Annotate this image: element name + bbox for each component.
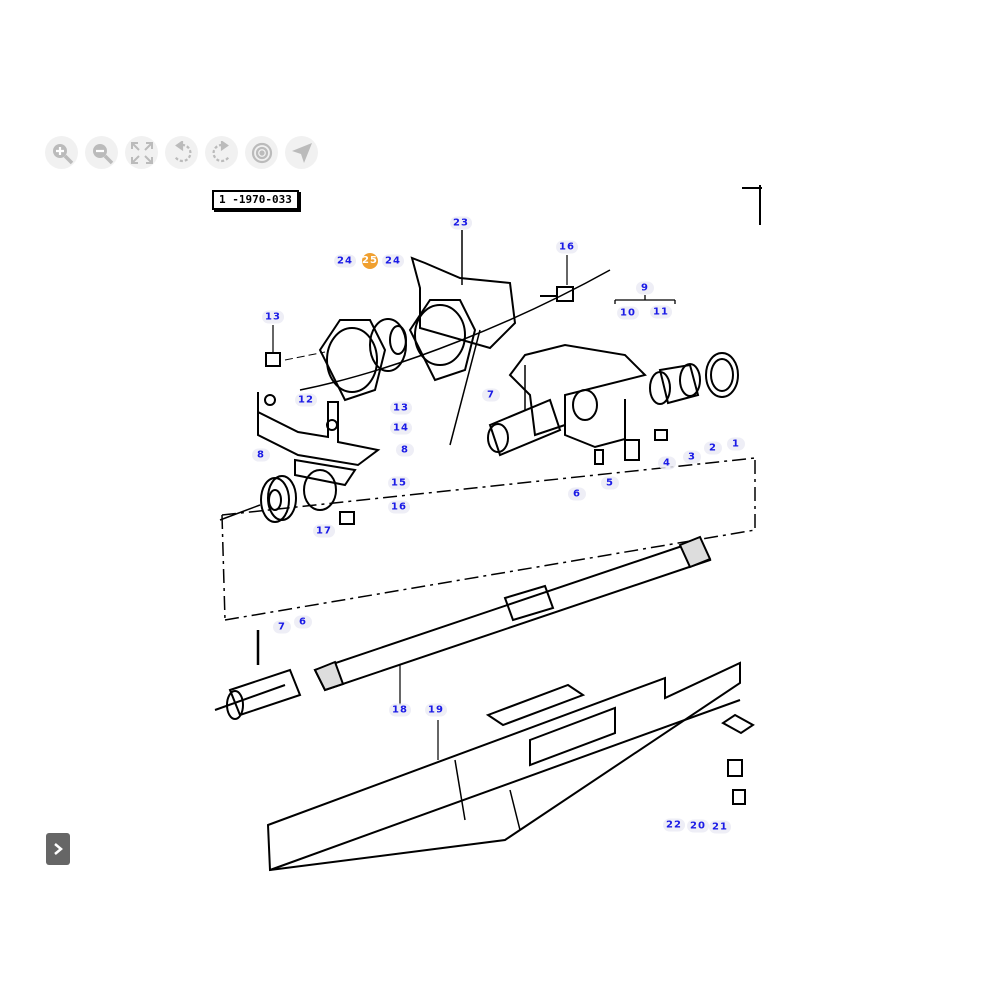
callout-12[interactable]: 12 bbox=[295, 393, 317, 407]
callout-3[interactable]: 3 bbox=[683, 450, 701, 464]
callout-18[interactable]: 18 bbox=[389, 703, 411, 717]
callout-1[interactable]: 1 bbox=[727, 437, 745, 451]
chevron-right-icon bbox=[54, 843, 63, 855]
viewer-toolbar bbox=[45, 136, 318, 169]
callout-19[interactable]: 19 bbox=[425, 703, 447, 717]
callout-5[interactable]: 5 bbox=[601, 476, 619, 490]
callout-7[interactable]: 7 bbox=[273, 620, 291, 634]
callout-15[interactable]: 15 bbox=[388, 476, 410, 490]
callout-22[interactable]: 22 bbox=[663, 818, 685, 832]
callout-17[interactable]: 17 bbox=[313, 524, 335, 538]
zoom-out-icon bbox=[92, 143, 113, 164]
callout-4[interactable]: 4 bbox=[658, 456, 676, 470]
callout-20[interactable]: 20 bbox=[687, 819, 709, 833]
rotate-right-icon bbox=[212, 140, 230, 162]
navigate-button[interactable] bbox=[285, 136, 318, 169]
callout-21[interactable]: 21 bbox=[709, 820, 731, 834]
expand-icon bbox=[130, 141, 153, 164]
rotate-right-button[interactable] bbox=[205, 136, 238, 169]
callout-23[interactable]: 23 bbox=[450, 216, 472, 230]
callout-13[interactable]: 13 bbox=[262, 310, 284, 324]
callout-24[interactable]: 24 bbox=[334, 254, 356, 268]
callout-16[interactable]: 16 bbox=[556, 240, 578, 254]
diagram-reference-label: 1 -1970-033 bbox=[212, 190, 299, 210]
rotate-left-icon bbox=[173, 140, 191, 162]
zoom-out-button[interactable] bbox=[85, 136, 118, 169]
target-icon bbox=[251, 142, 272, 163]
target-button[interactable] bbox=[245, 136, 278, 169]
callout-13[interactable]: 13 bbox=[390, 401, 412, 415]
callout-25-highlighted[interactable]: 25 bbox=[362, 253, 378, 269]
zoom-in-button[interactable] bbox=[45, 136, 78, 169]
fit-button[interactable] bbox=[125, 136, 158, 169]
callout-6[interactable]: 6 bbox=[568, 487, 586, 501]
rotate-left-button[interactable] bbox=[165, 136, 198, 169]
callout-6[interactable]: 6 bbox=[294, 615, 312, 629]
navigate-arrow-icon bbox=[291, 142, 312, 163]
callout-24[interactable]: 24 bbox=[382, 254, 404, 268]
callout-8[interactable]: 8 bbox=[396, 443, 414, 457]
callout-2[interactable]: 2 bbox=[704, 441, 722, 455]
callout-16[interactable]: 16 bbox=[388, 500, 410, 514]
callout-10[interactable]: 10 bbox=[617, 306, 639, 320]
zoom-in-icon bbox=[52, 143, 73, 164]
callout-14[interactable]: 14 bbox=[390, 421, 412, 435]
callout-9[interactable]: 9 bbox=[636, 281, 654, 295]
expand-side-panel-button[interactable] bbox=[46, 833, 70, 865]
callout-7[interactable]: 7 bbox=[482, 388, 500, 402]
callout-8[interactable]: 8 bbox=[252, 448, 270, 462]
callout-11[interactable]: 11 bbox=[650, 305, 672, 319]
